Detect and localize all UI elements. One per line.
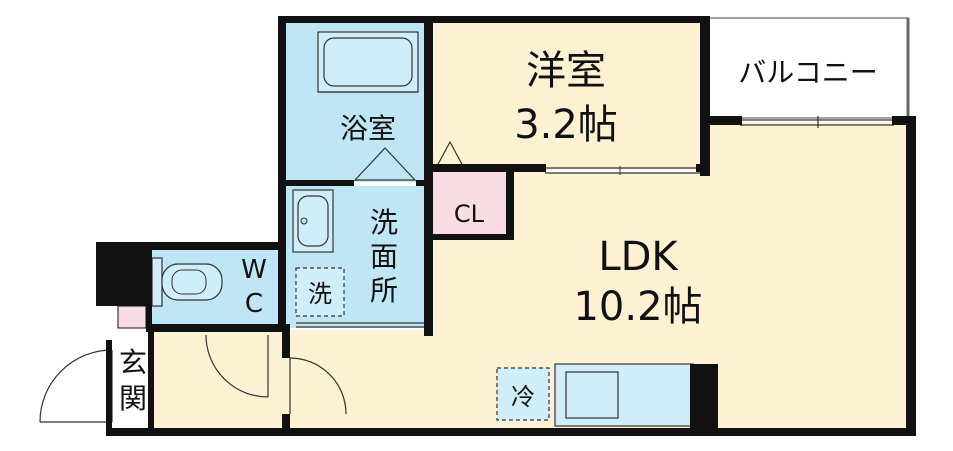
entrance-step [117, 305, 147, 329]
western-room-name: 洋室 [526, 48, 606, 94]
balcony: バルコニー [707, 17, 910, 119]
washing-machine-label: 洗 [308, 280, 332, 308]
wc-label-1: W [241, 255, 267, 285]
balcony-window [740, 116, 894, 128]
washroom-door [296, 322, 426, 328]
bathroom-name: 浴室 [340, 112, 396, 145]
refrigerator-label: 冷 [511, 383, 535, 411]
ldk-door [289, 357, 347, 415]
hallway-floor [150, 330, 290, 430]
western-room-door [545, 166, 700, 175]
wc-door [205, 334, 269, 398]
washbasin [292, 189, 334, 253]
entrance-label-2: 関 [119, 382, 147, 415]
washroom-name-2: 面 [370, 240, 398, 273]
bathtub [317, 31, 419, 93]
refrigerator-spot: 冷 [496, 367, 550, 421]
wc-label-2: C [245, 289, 263, 319]
toilet [151, 257, 223, 307]
entrance-door [39, 349, 113, 423]
kitchen-counter [554, 363, 694, 427]
washroom-name-3: 所 [370, 274, 398, 307]
balcony-label: バルコニー [738, 56, 877, 89]
ldk-size: 10.2帖 [573, 284, 702, 330]
closet-label: CL [454, 200, 485, 228]
room-labels: 洋室 3.2帖 LDK 10.2帖 浴室 洗 面 所 W C 玄 関 CL [119, 48, 703, 415]
entrance-label-1: 玄 [119, 346, 147, 379]
bathroom-door-triangle [353, 147, 417, 181]
walls [96, 16, 916, 436]
closet-floor [432, 172, 512, 236]
ldk-name: LDK [598, 234, 679, 280]
western-room-size: 3.2帖 [514, 102, 618, 148]
washroom-name-1: 洗 [370, 206, 398, 239]
western-room-floor [432, 22, 700, 170]
washing-machine-spot: 洗 [295, 267, 345, 317]
